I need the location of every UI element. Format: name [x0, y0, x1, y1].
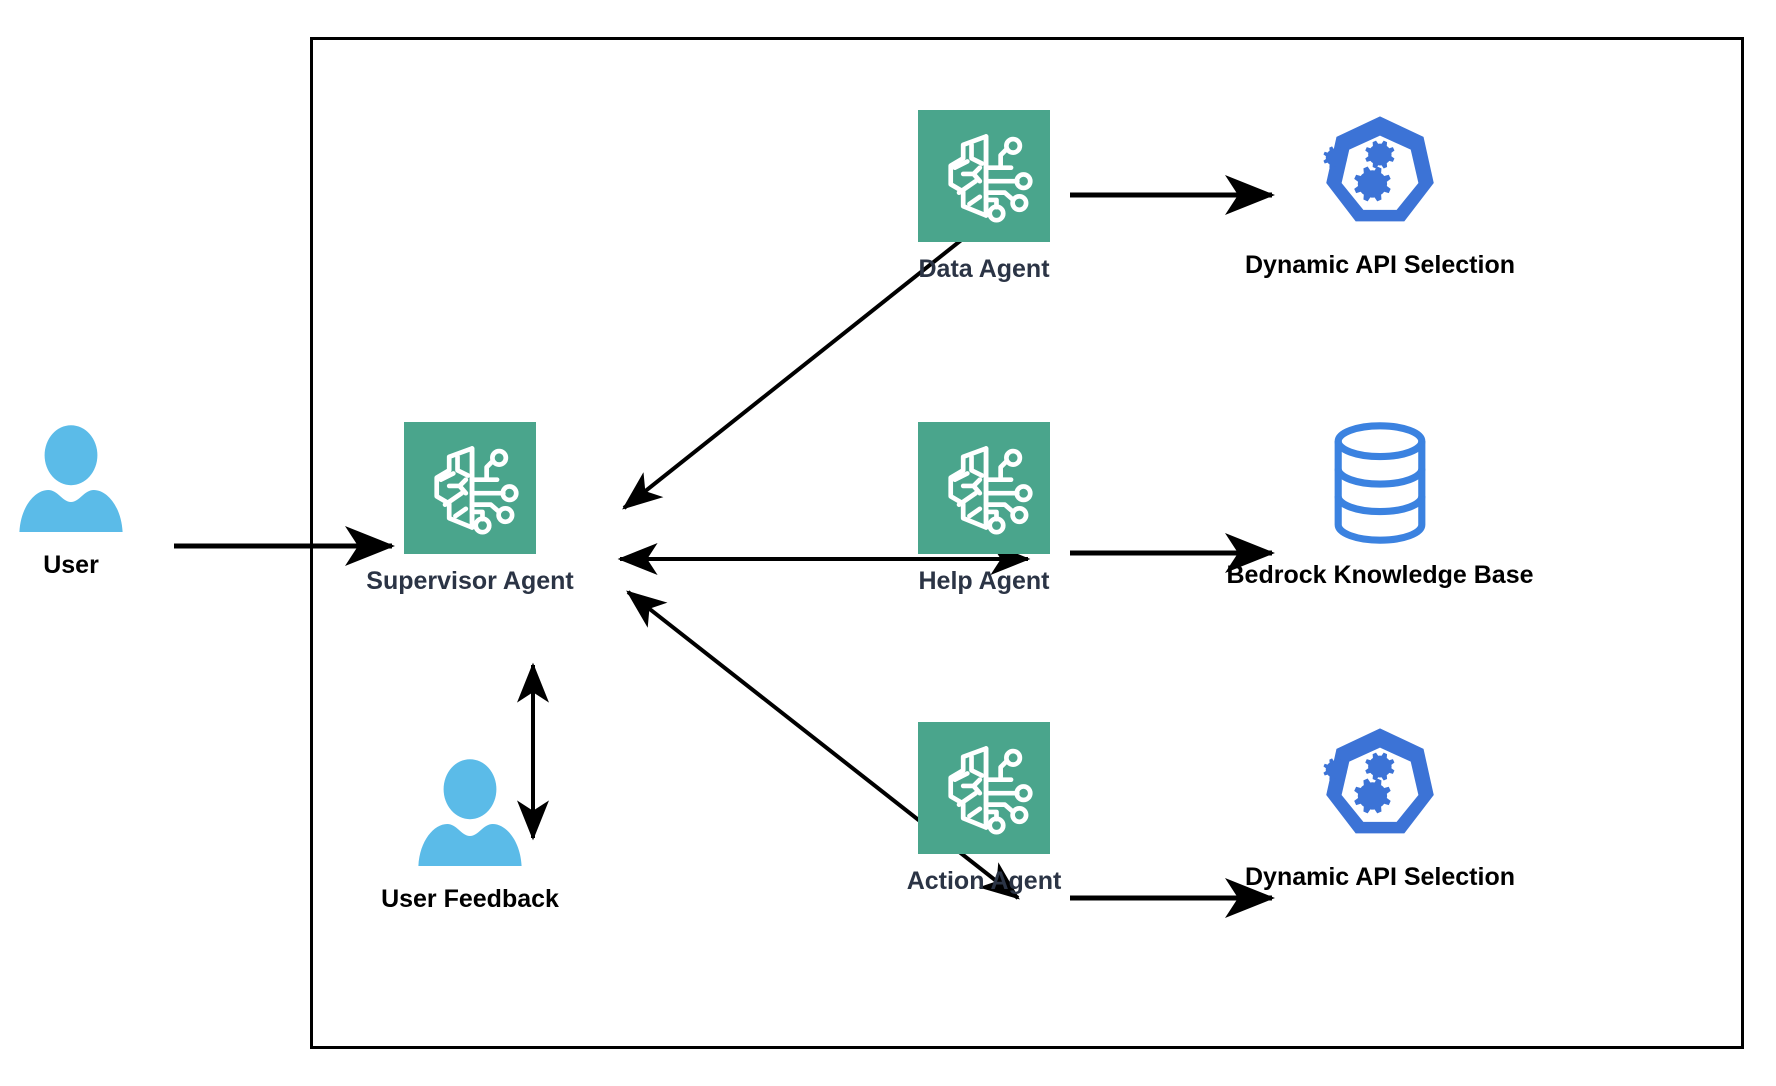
node-label-action-agent: Action Agent	[906, 867, 1062, 895]
node-supervisor-agent[interactable]: Supervisor Agent	[366, 422, 574, 596]
agent-tile	[918, 110, 1050, 242]
node-help-agent[interactable]: Help Agent	[918, 422, 1050, 596]
ai-brain-chip-icon	[434, 446, 519, 535]
person-icon	[410, 752, 530, 872]
node-action-agent[interactable]: Action Agent	[907, 722, 1061, 896]
node-dynamic-api-selection-bottom[interactable]: Dynamic API Selection	[1245, 722, 1515, 892]
node-label-supervisor-agent: Supervisor Agent	[366, 567, 574, 595]
node-label-dynamic-api-selection-bottom: Dynamic API Selection	[1245, 863, 1515, 891]
agent-tile	[918, 722, 1050, 854]
ai-brain-chip-icon	[948, 134, 1033, 223]
ai-brain-chip-icon	[948, 446, 1033, 535]
node-label-bedrock-knowledge-base: Bedrock Knowledge Base	[1226, 561, 1534, 589]
node-label-data-agent: Data Agent	[918, 255, 1050, 283]
node-bedrock-knowledge-base[interactable]: Bedrock Knowledge Base	[1226, 418, 1534, 590]
person-icon	[11, 418, 131, 538]
database-cylinder-icon	[1325, 418, 1435, 548]
node-dynamic-api-selection-top[interactable]: Dynamic API Selection	[1245, 110, 1515, 280]
node-label-user: User	[43, 551, 99, 579]
ai-brain-chip-icon	[948, 746, 1033, 835]
kubernetes-gears-icon	[1316, 722, 1444, 850]
node-label-user-feedback: User Feedback	[381, 885, 559, 913]
node-label-dynamic-api-selection-top: Dynamic API Selection	[1245, 251, 1515, 279]
node-data-agent[interactable]: Data Agent	[918, 110, 1050, 284]
node-label-help-agent: Help Agent	[918, 567, 1050, 595]
node-user[interactable]: User	[6, 418, 136, 580]
node-user-feedback[interactable]: User Feedback	[381, 752, 559, 914]
kubernetes-gears-icon	[1316, 110, 1444, 238]
agent-system-boundary	[310, 37, 1744, 1049]
agent-tile	[404, 422, 536, 554]
agent-tile	[918, 422, 1050, 554]
